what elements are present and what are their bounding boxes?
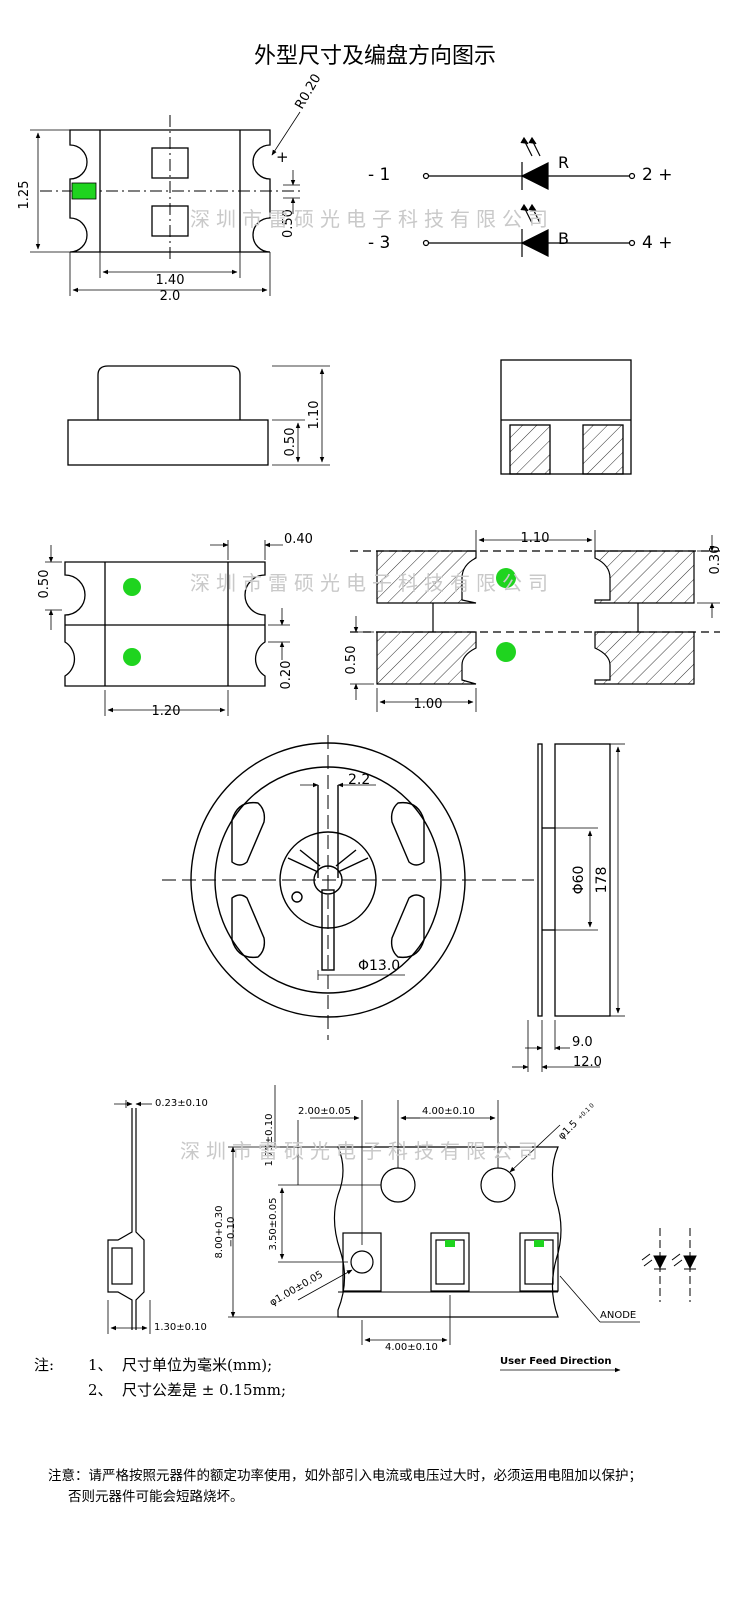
warning-line-1: 注意：请严格按照元器件的额定功率使用，如外部引入电流或电压过大时，必须运用电阻加… [48, 1468, 642, 1484]
bottom-view-drawing [45, 540, 290, 716]
dim-side-height: 1.10 [307, 401, 322, 430]
dim-pitch-a: 2.00±0.05 [298, 1106, 351, 1117]
dim-hole-offset: 3.50±0.05 [268, 1198, 279, 1251]
watermark-3: 深圳市雷硕光电子科技有限公司 [180, 1139, 544, 1163]
dim-pitch-c: 4.00±0.10 [385, 1342, 438, 1353]
tape-led-2 [534, 1240, 544, 1247]
dim-footprint-pad-w: 1.00 [414, 697, 443, 712]
led-dot-bottom [123, 648, 141, 666]
reel-side-drawing [512, 743, 625, 1072]
dim-pocket-depth: 1.30±0.10 [154, 1322, 207, 1333]
dim-footprint-span: 1.10 [521, 531, 550, 546]
dim-reel-slot: 2.2 [348, 772, 370, 788]
pin-3-label: - 3 [368, 233, 390, 253]
note-2-text: 尺寸公差是 ± 0.15mm; [122, 1381, 287, 1399]
dim-radius: R0.20 [292, 72, 324, 112]
footprint-led-top [496, 568, 516, 588]
led-r-label: R [558, 153, 569, 172]
warning-block: 注意：请严格按照元器件的额定功率使用，如外部引入电流或电压过大时，必须运用电阻加… [48, 1466, 728, 1508]
note-1-number: 1、 [88, 1356, 113, 1374]
pin-4-label: 4 + [642, 233, 672, 253]
dim-reel-bore: Φ60 [571, 866, 587, 895]
dim-tape-width-a: 8.00+0.30 [214, 1206, 225, 1259]
dim-hole-tolerance: +0.1 0 [576, 1102, 595, 1121]
circuit-diagram [422, 136, 636, 257]
dim-footprint-pad-v: 0.50 [344, 646, 359, 675]
pin-1-label: - 1 [368, 165, 390, 185]
dim-pitch-b: 4.00±0.10 [422, 1106, 475, 1117]
dim-reel-hub: Φ13.0 [358, 958, 400, 974]
warning-line-2: 否则元器件可能会短路烧坏。 [68, 1489, 244, 1505]
notes-label: 注: [34, 1356, 55, 1374]
dim-pad: 0.50 [281, 209, 296, 238]
dim-tape-thickness: 0.23±0.10 [155, 1098, 208, 1109]
footprint-drawing [350, 530, 720, 712]
tape-profile-drawing [107, 1100, 152, 1334]
page-title: 外型尺寸及编盘方向图示 [253, 44, 496, 69]
dim-width: 2.0 [160, 289, 181, 304]
tape-top-drawing [228, 1085, 640, 1373]
polarity-plus: + [276, 148, 289, 166]
dim-feed-hole-offset: 1.75±0.10 [264, 1114, 275, 1167]
dim-hole-diameter: φ1.5 [556, 1118, 580, 1142]
dim-side-base: 0.50 [283, 428, 298, 457]
dim-pocket-hole: φ1.00±0.05 [268, 1269, 325, 1308]
led-b-label: B [558, 229, 569, 248]
watermark-2: 深圳市雷硕光电子科技有限公司 [190, 571, 554, 595]
end-view-drawing [500, 359, 632, 475]
dim-bottom-span: 1.20 [152, 704, 181, 719]
tape-led-symbols [641, 1228, 697, 1302]
dim-lens-width: 1.40 [156, 273, 185, 288]
dim-footprint-pad-h: 0.30 [708, 546, 723, 575]
footprint-led-bottom [496, 642, 516, 662]
anode-label: ANODE [600, 1310, 636, 1321]
notes-block: 注: 1、尺寸单位为毫米(mm); 2、尺寸公差是 ± 0.15mm; [34, 1353, 286, 1403]
dim-tape-width-b: −0.10 [226, 1217, 237, 1248]
dim-reel-tape-width: 9.0 [572, 1035, 593, 1050]
dim-bottom-pad-h: 0.50 [37, 570, 52, 599]
note-1-text: 尺寸单位为毫米(mm); [122, 1356, 273, 1374]
dim-reel-diameter: 178 [594, 867, 610, 894]
reel-drawing [162, 735, 534, 1040]
pin-2-label: 2 + [642, 165, 672, 185]
watermark-1: 深圳市雷硕光电子科技有限公司 [190, 207, 554, 231]
dim-reel-flange-width: 12.0 [573, 1055, 602, 1070]
feed-direction-label: User Feed Direction [500, 1356, 611, 1367]
dim-bottom-pad-w: 0.40 [284, 532, 313, 547]
tape-led-1 [445, 1240, 455, 1247]
led-chip-marker [71, 182, 97, 200]
dim-height: 1.25 [17, 181, 32, 210]
led-dot-top [123, 578, 141, 596]
side-view-drawing [67, 365, 330, 466]
dim-bottom-gap: 0.20 [279, 661, 294, 690]
top-view-drawing [30, 111, 301, 296]
note-2-number: 2、 [88, 1381, 113, 1399]
